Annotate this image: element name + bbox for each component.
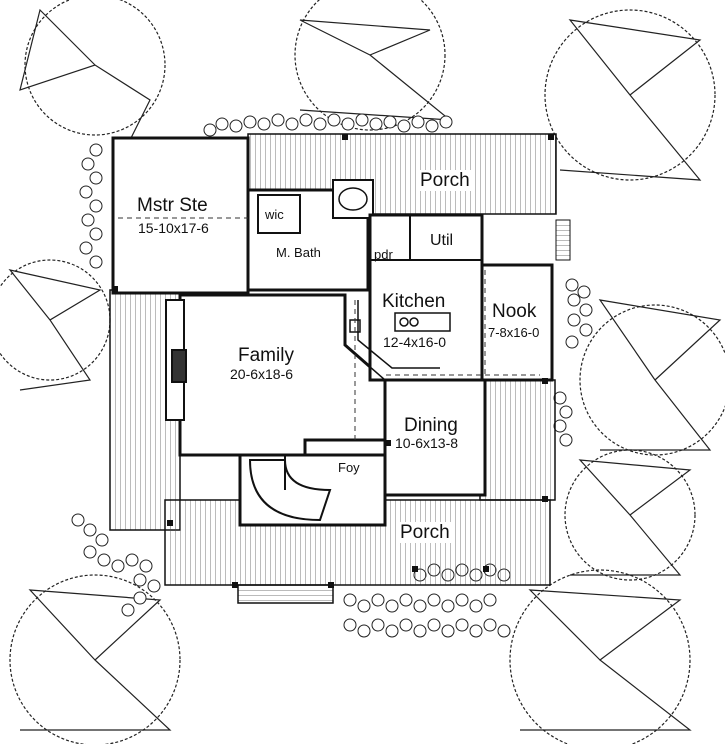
master-suite-dims: 15-10x17-6 xyxy=(138,220,209,236)
kitchen-island xyxy=(394,312,451,332)
wic-label: wic xyxy=(265,207,284,222)
dining-label: Dining xyxy=(404,415,458,436)
tree-bottom-left xyxy=(9,574,181,744)
tree-top-left xyxy=(19,0,166,161)
family-dims: 20-6x18-6 xyxy=(230,366,294,382)
tree-top-center xyxy=(294,0,452,131)
walls xyxy=(111,136,554,527)
master-suite-label: Mstr Ste xyxy=(137,195,208,216)
family-label: Family xyxy=(238,345,294,366)
nook-dims: 7-8x16-0 xyxy=(488,325,540,340)
fireplace xyxy=(165,299,187,421)
ceiling-lines xyxy=(118,217,540,440)
right-porch-deck xyxy=(479,379,556,501)
porch-posts xyxy=(112,134,554,588)
utility-label: Util xyxy=(430,232,454,249)
front-porch-label: Porch xyxy=(397,522,453,543)
tree-top-right xyxy=(544,9,716,181)
kitchen-label: Kitchen xyxy=(382,291,446,312)
rear-porch-label: Porch xyxy=(417,170,473,191)
tree-bottom-right xyxy=(509,569,692,744)
nook-label: Nook xyxy=(492,301,537,322)
powder-label: pdr xyxy=(374,247,393,262)
tree-left-mid xyxy=(0,259,111,391)
kitchen-fixtures xyxy=(344,300,451,381)
front-steps xyxy=(237,584,334,604)
side-steps xyxy=(555,219,571,261)
dining-dims: 10-6x13-8 xyxy=(395,435,459,451)
tree-right-lower xyxy=(564,449,696,581)
tree-right-mid xyxy=(579,299,725,456)
foyer-label: Foy xyxy=(338,460,360,475)
master-bath-label: M. Bath xyxy=(276,245,321,260)
kitchen-dims: 12-4x16-0 xyxy=(383,334,447,350)
